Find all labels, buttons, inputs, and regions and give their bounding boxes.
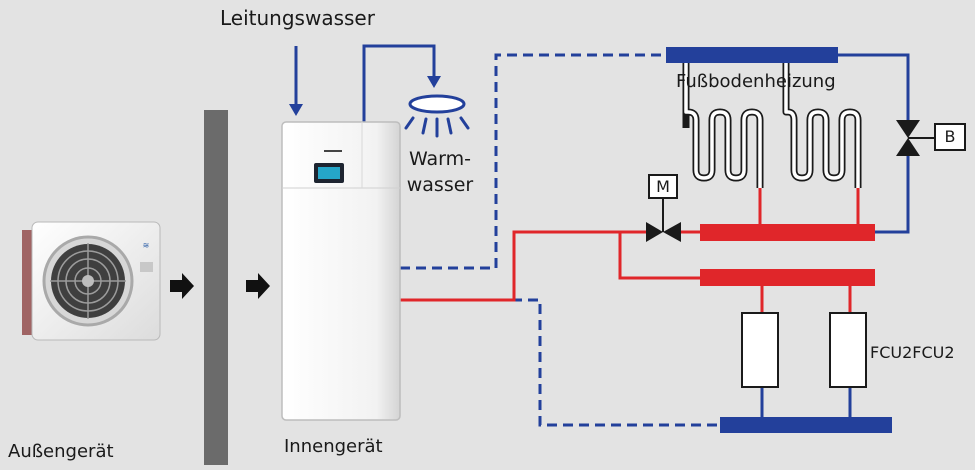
arrow-right-icon <box>170 273 194 299</box>
return-manifold-bottom <box>720 417 892 433</box>
motor-valve-label: M <box>656 177 670 196</box>
supply-manifold-fcu <box>700 269 875 286</box>
indoor-unit-label: Innengerät <box>284 436 383 457</box>
hot-water-label-line2: wasser <box>406 174 474 196</box>
arrow-right-icon <box>246 273 270 299</box>
supply-manifold-floor <box>700 224 875 241</box>
return-drops <box>760 53 910 418</box>
bypass-valve-label: B <box>944 127 956 146</box>
outdoor-unit-icon: ≋ <box>22 221 161 341</box>
building-wall <box>204 110 228 465</box>
tap-water-inlet-arrow <box>289 46 303 116</box>
hot-water-line <box>362 44 441 122</box>
svg-text:≋: ≋ <box>143 241 150 250</box>
floor-heating-coil-icon <box>682 63 764 188</box>
return-manifold-top <box>666 47 838 63</box>
motor-valve-icon <box>646 174 681 242</box>
floor-heating-coil-icon <box>782 63 862 188</box>
hot-water-label-line1: Warm- <box>408 148 472 170</box>
indoor-unit-icon <box>281 121 401 421</box>
fan-coil-unit-icon <box>741 312 779 388</box>
fan-coil-label: FCU2FCU2 <box>870 343 955 362</box>
bypass-valve-icon <box>896 120 966 156</box>
fan-coil-unit-icon <box>829 312 867 388</box>
floor-heating-label: Fußbodenheizung <box>676 71 836 92</box>
shower-head-icon <box>404 94 470 138</box>
outdoor-unit-label: Außengerät <box>8 441 114 462</box>
tap-water-label: Leitungswasser <box>220 6 375 30</box>
supply-pipe <box>400 188 860 313</box>
